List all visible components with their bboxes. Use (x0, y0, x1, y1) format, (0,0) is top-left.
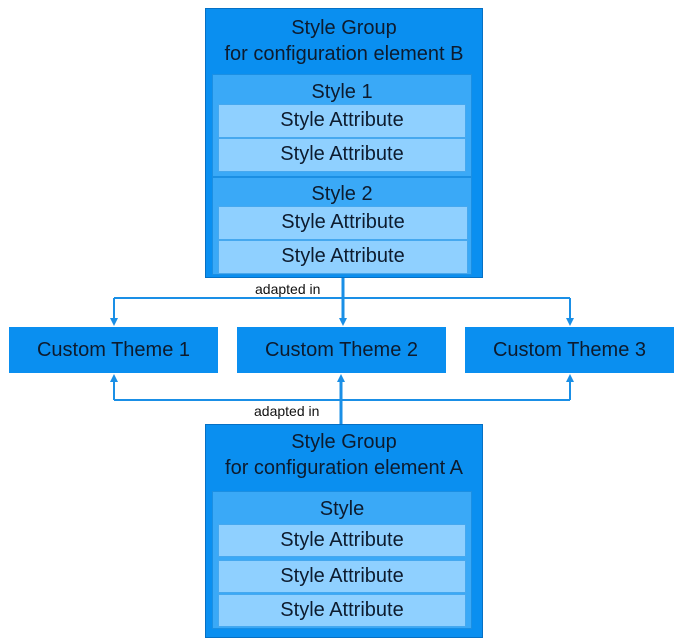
top-connector-label: adapted in (255, 281, 321, 297)
style-box: Style Style Attribute Style Attribute St… (212, 491, 472, 629)
style-group-a: Style Group for configuration element A … (205, 424, 483, 638)
style-group-b: Style Group for configuration element B … (205, 8, 483, 278)
style-attribute-1: Style Attribute (218, 524, 466, 557)
style-2-attribute-2: Style Attribute (218, 240, 468, 274)
style-group-a-title-line1: Style Group (291, 431, 397, 453)
style-1-box: Style 1 Style Attribute Style Attribute (212, 74, 472, 177)
style-group-b-title-line1: Style Group (291, 17, 397, 39)
style-title: Style (319, 498, 365, 520)
custom-theme-1: Custom Theme 1 (9, 327, 218, 373)
style-1-title: Style 1 (311, 81, 373, 103)
style-1-attribute-2: Style Attribute (218, 138, 466, 172)
custom-theme-3: Custom Theme 3 (465, 327, 674, 373)
style-2-box: Style 2 Style Attribute Style Attribute (212, 177, 472, 275)
style-attribute-3: Style Attribute (218, 594, 466, 627)
top-connector (110, 277, 574, 326)
bottom-connector (110, 374, 574, 424)
style-group-b-title-line2: for configuration element B (224, 43, 464, 65)
style-2-attribute-1: Style Attribute (218, 206, 468, 240)
style-group-a-title-line2: for configuration element A (225, 457, 463, 479)
bottom-connector-label: adapted in (254, 403, 320, 419)
style-attribute-2: Style Attribute (218, 560, 466, 593)
custom-theme-2: Custom Theme 2 (237, 327, 446, 373)
style-1-attribute-1: Style Attribute (218, 104, 466, 138)
style-2-title: Style 2 (311, 183, 373, 205)
